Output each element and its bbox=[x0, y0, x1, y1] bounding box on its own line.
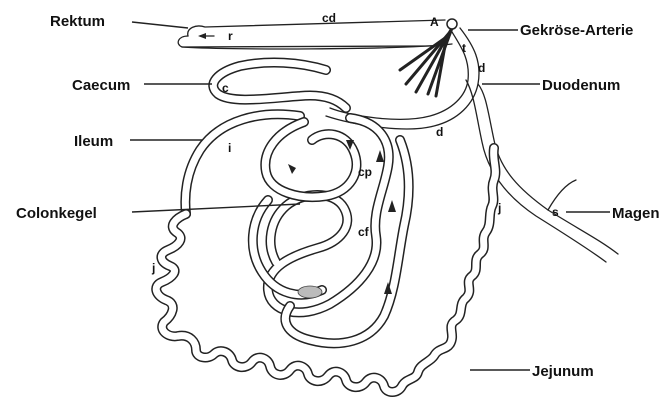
letter-c: c bbox=[222, 81, 229, 95]
letter-t: t bbox=[462, 41, 466, 55]
label-duodenum: Duodenum bbox=[542, 77, 620, 94]
letter-r: r bbox=[228, 29, 233, 43]
leader-lines bbox=[130, 22, 610, 370]
letter-s: s bbox=[552, 205, 559, 219]
mesenteric-artery bbox=[400, 19, 457, 96]
letter-j-right: j bbox=[497, 201, 501, 215]
label-caecum: Caecum bbox=[72, 77, 130, 94]
letter-d-upper: d bbox=[478, 61, 485, 75]
colon-cone bbox=[253, 118, 409, 343]
letter-cf: cf bbox=[358, 225, 370, 239]
letter-j-left: j bbox=[151, 261, 155, 275]
label-ileum: Ileum bbox=[74, 133, 113, 150]
jejunum bbox=[156, 148, 495, 392]
letter-a: A bbox=[430, 15, 439, 29]
letter-i: i bbox=[228, 141, 231, 155]
label-magen: Magen bbox=[612, 205, 660, 222]
label-colonkegel: Colonkegel bbox=[16, 205, 97, 222]
letter-cd: cd bbox=[322, 11, 336, 25]
rectum-tube bbox=[178, 20, 452, 49]
leader-rektum bbox=[132, 22, 188, 28]
duodenum-loop bbox=[326, 28, 618, 262]
leader-colonkegel bbox=[132, 204, 300, 212]
letter-d-lower: d bbox=[436, 125, 443, 139]
label-jejunum: Jejunum bbox=[532, 363, 594, 380]
caecum bbox=[213, 63, 346, 108]
label-rektum: Rektum bbox=[50, 13, 105, 30]
label-gekroese-arterie: Gekröse-Arterie bbox=[520, 22, 633, 39]
letter-cp: cp bbox=[358, 165, 372, 179]
